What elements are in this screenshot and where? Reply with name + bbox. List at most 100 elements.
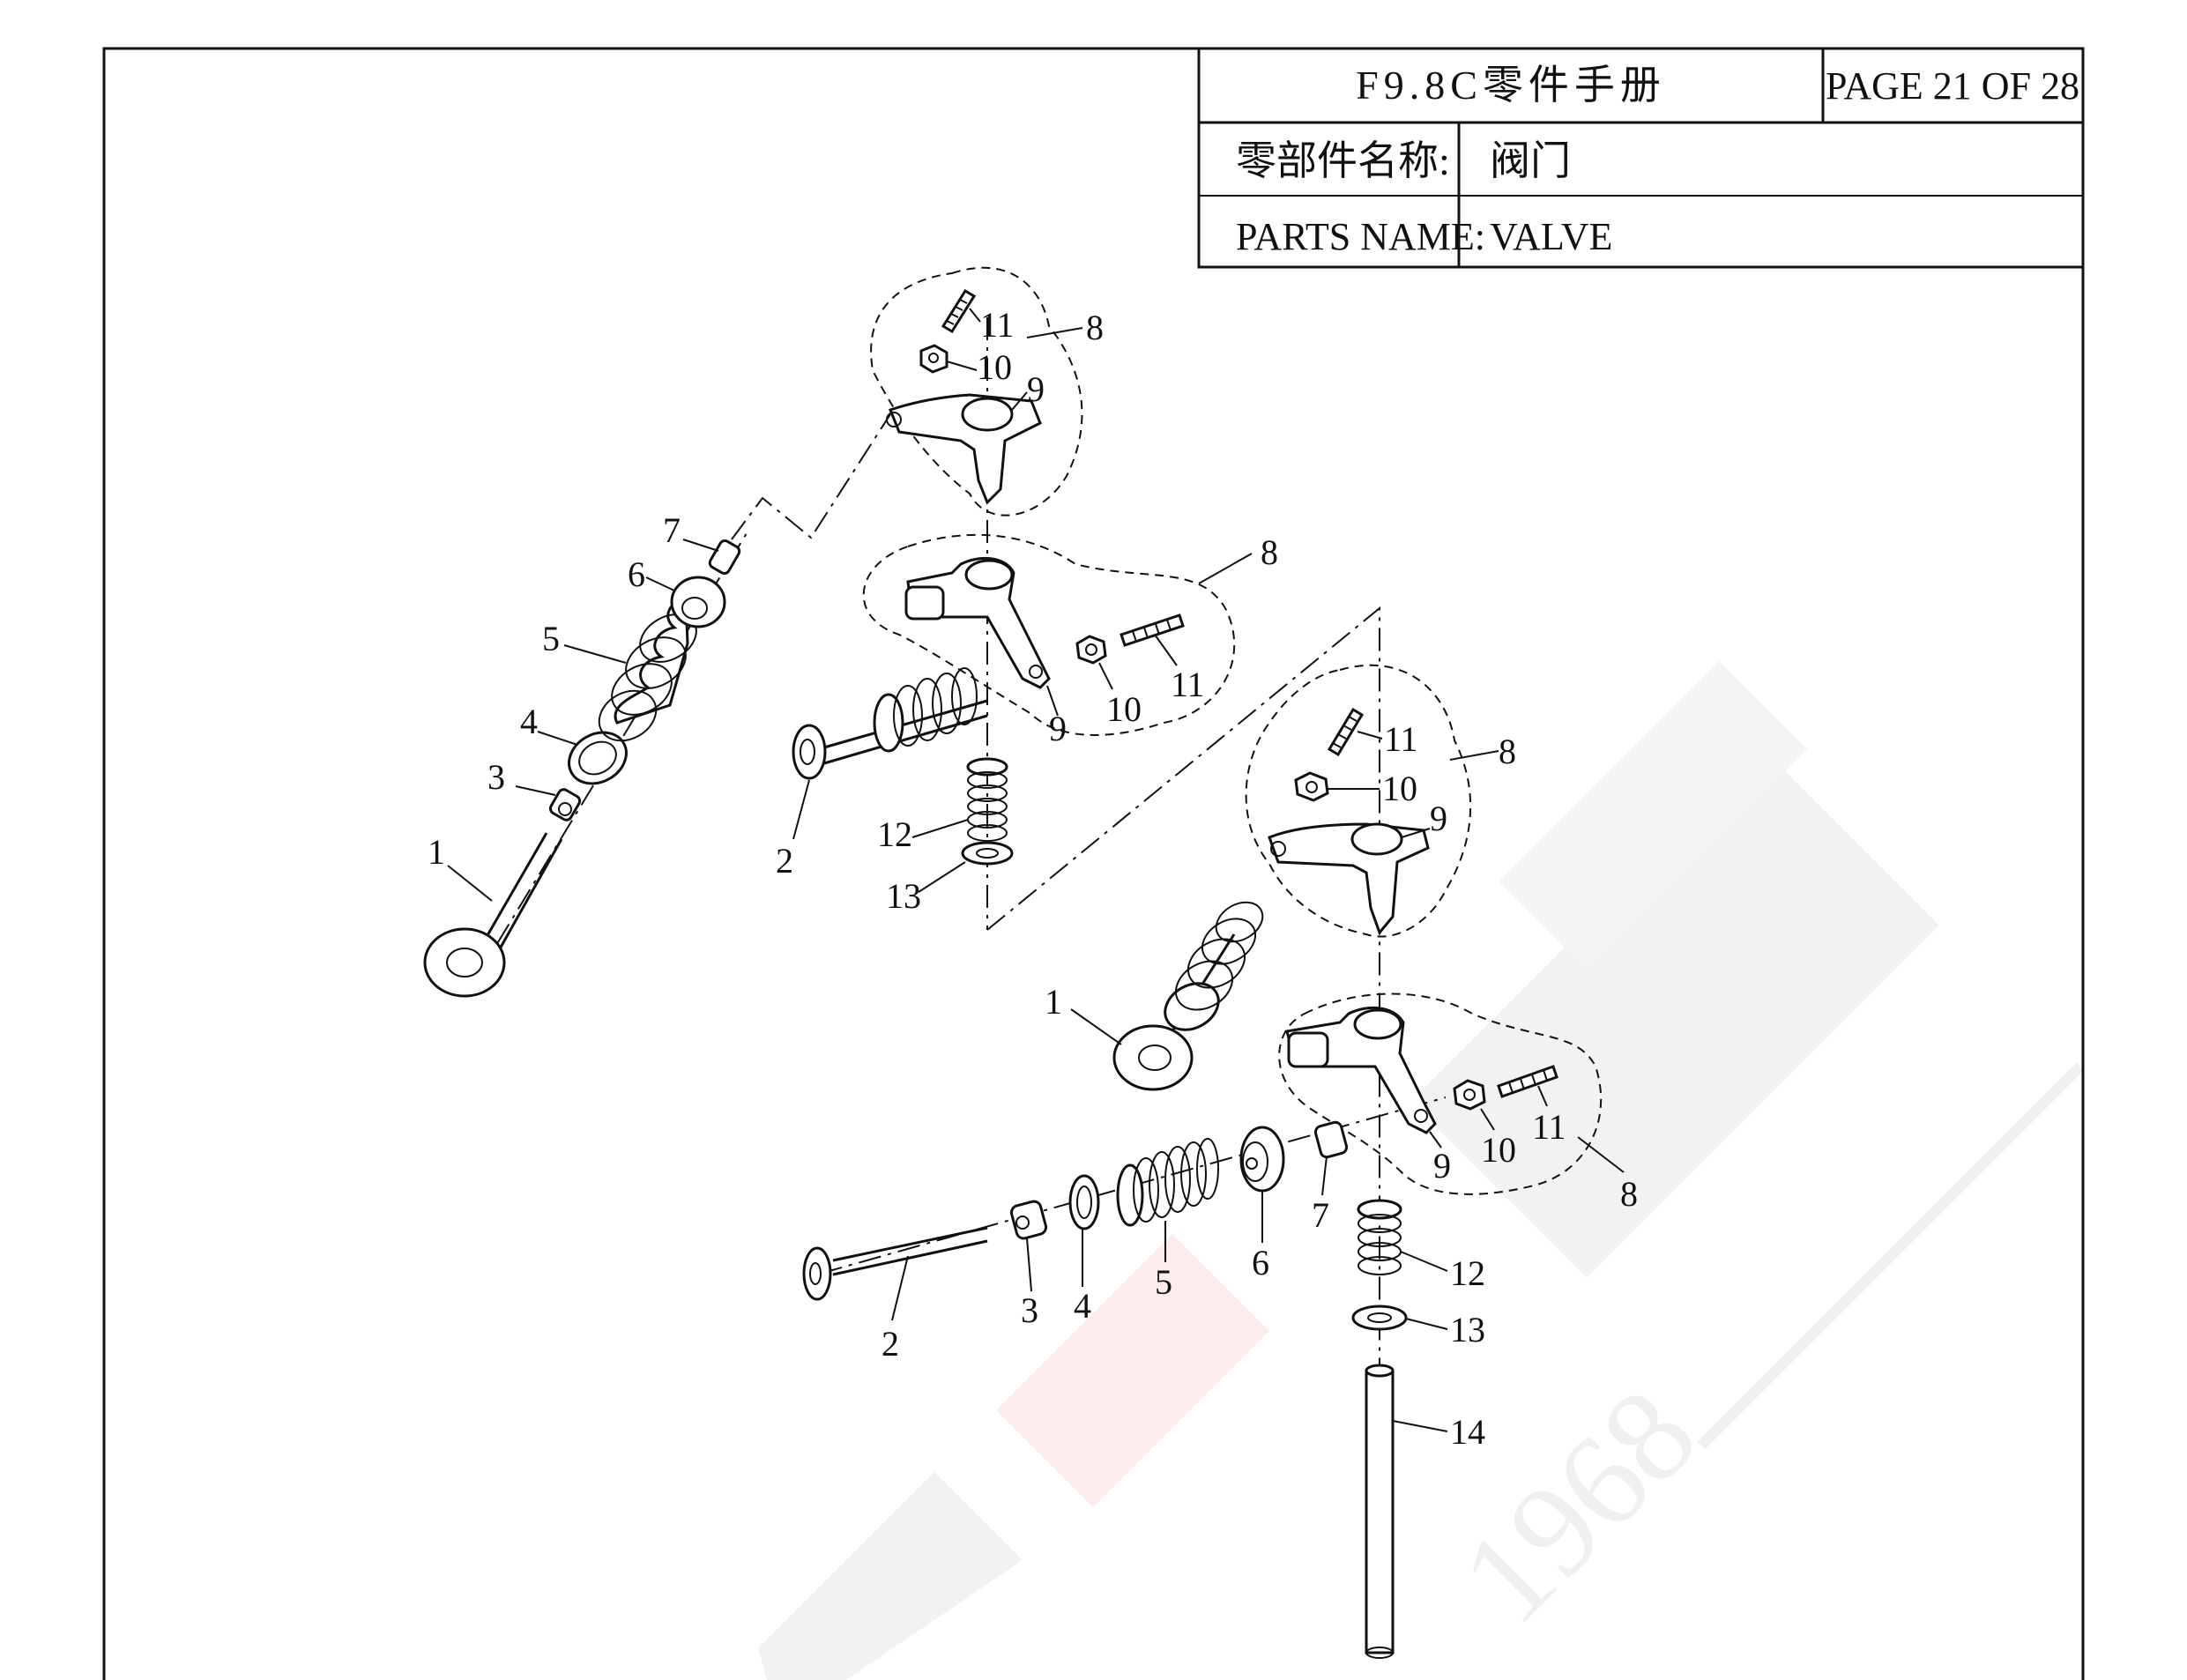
- valve-2-exhaust: [802, 1226, 988, 1301]
- parts-name-cn-value: 阀门: [1490, 138, 1571, 183]
- rocker-b-up-pin: [1270, 841, 1286, 857]
- spring-b-up-c5: [1215, 901, 1264, 943]
- spring-12-c2: [967, 784, 1008, 802]
- leader-a11a: [969, 308, 981, 323]
- leader-a12: [911, 819, 969, 838]
- rocker-b-low-bore: [1353, 1008, 1402, 1040]
- spring-12b-bottom: [1358, 1256, 1402, 1275]
- callout-a7: 7: [663, 510, 681, 550]
- leader-b11a: [1357, 731, 1383, 740]
- spring-12-c1: [967, 771, 1008, 789]
- seal-3b-hole: [1015, 1215, 1030, 1230]
- spring-retainer-6-exhaust: [1239, 1126, 1285, 1193]
- callout-b8b: 8: [1620, 1174, 1638, 1214]
- valve-1: [423, 832, 563, 998]
- callout-b1: 1: [1045, 982, 1062, 1022]
- assembly-boundary-8-right-lower: [1278, 992, 1603, 1195]
- callout-a9b: 9: [1049, 709, 1067, 748]
- watermark-gray-shape-2: [1499, 661, 1807, 970]
- callout-b5: 5: [1155, 1262, 1172, 1302]
- centerline-a-offset: [731, 413, 891, 540]
- callout-a4: 4: [520, 702, 538, 741]
- title-block: F9.8C零件手册 PAGE 21 OF 28 零部件名称: 阀门 PARTS …: [1197, 47, 2085, 269]
- leader-a6: [645, 576, 675, 591]
- washer-13b-outer: [1351, 1305, 1408, 1331]
- page-number: PAGE 21 OF 28: [1826, 64, 2079, 108]
- seat-4b-inner: [1076, 1186, 1092, 1219]
- adjust-screw-11-exhaust-upper: [1327, 707, 1365, 757]
- watermark-gray-shape: [1410, 749, 1939, 1278]
- washer-13-inner: [976, 848, 999, 859]
- leader-a3: [515, 785, 556, 796]
- leader-b9a: [1401, 828, 1431, 838]
- parts-name-cn-label: 零部件名称:: [1236, 138, 1450, 183]
- callout-a9a: 9: [1027, 369, 1045, 409]
- screw-11-mid-body: [1120, 613, 1185, 647]
- spring-12b-c2: [1358, 1228, 1402, 1247]
- callout-a6: 6: [628, 554, 645, 594]
- leader-b9b: [1429, 1131, 1442, 1148]
- nut-10b-low-body: [1453, 1079, 1486, 1111]
- callout-a10b: 10: [1106, 689, 1142, 729]
- rocker-mid-bore: [964, 559, 1014, 591]
- nut-10-mid-hole: [1085, 643, 1097, 656]
- valve-spring-12: [966, 757, 1008, 842]
- callout-a12: 12: [877, 814, 912, 854]
- rocker-arm-9-mid: [904, 556, 1051, 689]
- rocker-b-up-body: [1268, 822, 1430, 935]
- assembly-boundary-8-upper: [870, 266, 1083, 517]
- callout-a11b: 11: [1171, 665, 1205, 704]
- spring-5-bottom: [598, 689, 658, 742]
- leader-b12: [1400, 1251, 1448, 1272]
- callout-b9a: 9: [1430, 799, 1447, 838]
- screw-11-upper-thread: [946, 299, 968, 325]
- seat-4-inner: [578, 740, 617, 776]
- rocker-mid-pad: [904, 585, 945, 621]
- adjust-screw-11-exhaust-lower: [1497, 1065, 1558, 1098]
- valve-stem-seal-3: [548, 788, 582, 821]
- retainer-6-outer: [670, 576, 726, 628]
- nut-10b-up-hole: [1306, 781, 1318, 793]
- callout-b13: 13: [1450, 1310, 1485, 1349]
- watermark-logo: 1968: [758, 661, 2085, 1680]
- washer-13-exhaust: [1351, 1305, 1408, 1331]
- spring-b-up-c1: [1164, 982, 1220, 1031]
- seal-3-hole: [558, 802, 572, 816]
- leader-a13: [918, 861, 966, 893]
- spring-5b-c2: [1133, 1157, 1159, 1223]
- nut-10b-up-body: [1294, 771, 1329, 802]
- keeper-7-body: [708, 539, 741, 576]
- rocker-arm-9-exhaust-upper: [1268, 822, 1430, 935]
- spring-v2-coil-3: [912, 678, 942, 741]
- rocker-arm-9-exhaust-lower: [1285, 1006, 1437, 1134]
- valve-spring-5-exhaust: [1116, 1138, 1219, 1227]
- spring-b-up-c4: [1201, 918, 1257, 965]
- rocker-b-up-bore: [1350, 822, 1403, 856]
- spring-5b-c6: [1196, 1138, 1219, 1200]
- valve-spring-5: [598, 598, 697, 742]
- screw-11b-up-thread: [1332, 716, 1358, 748]
- valve-spring-12-exhaust: [1357, 1199, 1402, 1275]
- valve-1-exhaust: [1112, 933, 1236, 1091]
- watermark-stripe: [1697, 1062, 2085, 1450]
- spring-5b-c4: [1164, 1146, 1191, 1213]
- rocker-upper-bore: [961, 397, 1014, 432]
- leader-a1: [447, 865, 493, 902]
- spring-v2-coil-1: [873, 693, 904, 753]
- valve-stem-seal-3-exhaust: [1009, 1200, 1048, 1240]
- valve-assembly-intake: 1 2 3 4 5 6 7 8 8 9 9 10 10 11 11 12 13: [423, 266, 1380, 1648]
- leader-a10b: [1098, 662, 1113, 690]
- washer-13b-inner: [1367, 1312, 1392, 1323]
- rocker-mid-pin: [1029, 665, 1043, 679]
- leader-b14: [1392, 1420, 1448, 1432]
- spring-retainer-6: [670, 576, 726, 628]
- valve-2-head: [792, 724, 827, 780]
- callout-a11a: 11: [980, 305, 1015, 345]
- parts-name-en-value: VALVE: [1490, 215, 1612, 258]
- valve-keeper-7-exhaust: [1313, 1120, 1349, 1159]
- push-rod-14: [1365, 1364, 1395, 1659]
- washer-13: [961, 841, 1014, 866]
- valve-assembly-exhaust: 1 2 3 4 5 6 7 8 8 9 9 10 10 11 11 12 13 …: [802, 664, 1638, 1659]
- nut-10-mid-body: [1075, 635, 1107, 665]
- callout-b10a: 10: [1382, 769, 1417, 808]
